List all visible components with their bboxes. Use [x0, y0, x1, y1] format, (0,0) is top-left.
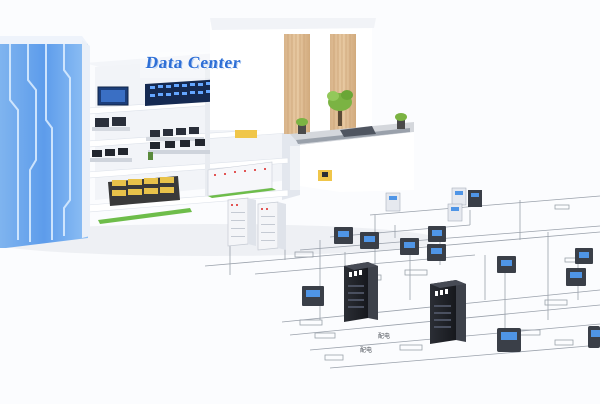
label-dist-a: 配电 — [378, 333, 391, 340]
label-dist-b: 配电 — [360, 347, 373, 354]
white-cabinets — [227, 197, 286, 251]
building-sign: Data Center — [144, 53, 243, 72]
meter-devices — [302, 187, 600, 352]
plant-icon — [327, 90, 353, 126]
blue-tower — [0, 36, 90, 248]
cabinet-a — [344, 262, 378, 322]
atrium-wing — [210, 18, 414, 192]
cabinet-b — [430, 280, 466, 344]
